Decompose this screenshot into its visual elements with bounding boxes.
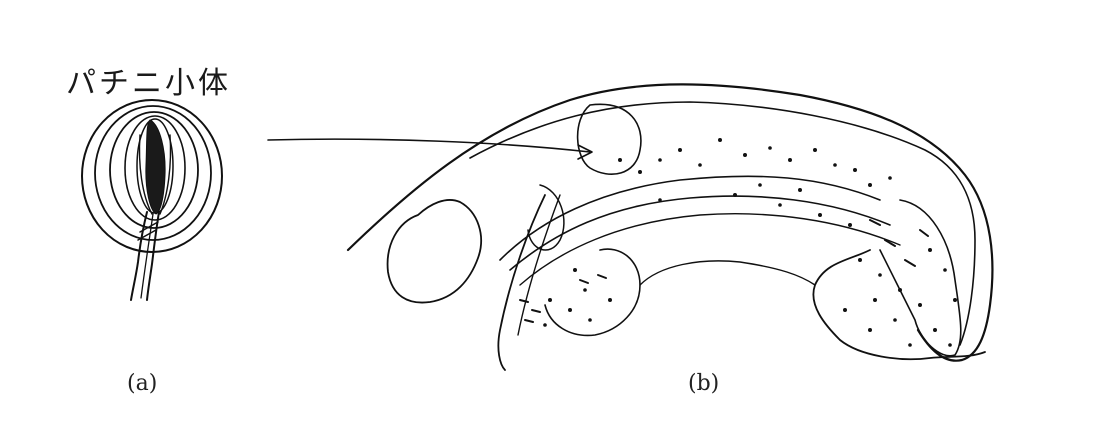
corpuscle-loop-1 bbox=[578, 104, 641, 174]
panel-label-b: (b) bbox=[688, 371, 719, 396]
pacinian-corpuscle-a bbox=[82, 100, 222, 300]
panel-label-a: (a) bbox=[127, 371, 157, 396]
underside-left bbox=[640, 261, 815, 285]
finger-pad bbox=[388, 200, 482, 303]
arrow-line bbox=[268, 139, 590, 152]
finger-tip bbox=[880, 200, 961, 356]
lower-body bbox=[545, 249, 640, 335]
inner-core bbox=[146, 120, 165, 214]
nerve-bundle-1 bbox=[500, 176, 880, 260]
pointer-arrow bbox=[268, 139, 592, 159]
hatch-marks bbox=[520, 220, 928, 322]
finger-section-b bbox=[348, 84, 992, 370]
fiber-descending-2 bbox=[518, 195, 560, 335]
nerve-bundle-2 bbox=[510, 196, 890, 270]
nerve-bundle-3 bbox=[520, 214, 900, 285]
fiber-descending-1 bbox=[498, 195, 545, 370]
